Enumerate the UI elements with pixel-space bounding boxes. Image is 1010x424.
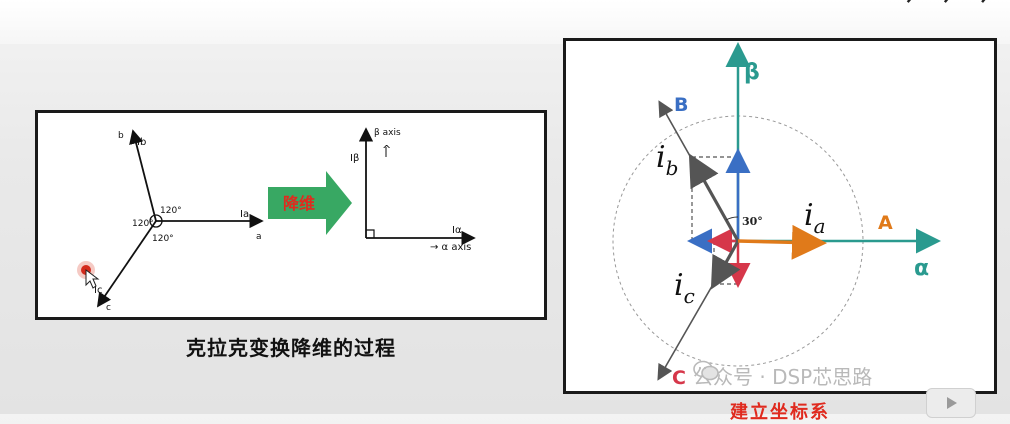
right-angle-mark bbox=[366, 229, 375, 238]
origin-circle bbox=[149, 214, 163, 228]
beta-label: β bbox=[744, 60, 760, 85]
ib-label: ib bbox=[656, 140, 678, 180]
angle-30-label: 30° bbox=[742, 215, 763, 228]
ia-vector bbox=[737, 224, 827, 260]
angle-top: 120° bbox=[160, 206, 182, 216]
play-icon bbox=[947, 397, 957, 409]
alpha-axis-label: → α axis bbox=[430, 242, 471, 253]
phase-A-label: A bbox=[878, 212, 893, 234]
angle-bottom: 120° bbox=[152, 234, 174, 244]
i-alpha-label: Iα bbox=[452, 225, 462, 236]
label-b: b bbox=[118, 131, 124, 141]
top-title-fragment: ᐟ ᐟ ᐟ bbox=[905, 0, 1000, 24]
beta-axis-label: β axis bbox=[374, 128, 401, 138]
phase-B-label: B bbox=[674, 94, 688, 116]
label-ia: Ia bbox=[240, 209, 249, 220]
reduce-dimension-arrow bbox=[268, 171, 352, 235]
clarke-transform-diagram: b Ib Ia a Ic c 120° 120° 120° 降维 β axis … bbox=[35, 110, 547, 320]
i-beta-label: Iβ bbox=[350, 153, 359, 164]
coordinate-svg: 30° β α A B C ia ib ic bbox=[612, 42, 941, 389]
phase-C-label: C bbox=[672, 367, 686, 389]
label-a: a bbox=[256, 232, 262, 242]
coordinate-system-diagram: 30° β α A B C ia ib ic bbox=[563, 38, 997, 394]
watermark-text: 公众号 · DSP芯思路 bbox=[693, 364, 873, 389]
phase-c-vector bbox=[96, 220, 157, 308]
beta-hat: ^ bbox=[382, 143, 391, 156]
ic-vector bbox=[710, 240, 741, 290]
alpha-label: α bbox=[914, 256, 929, 281]
label-c: c bbox=[106, 303, 111, 313]
label-ic: Ic bbox=[94, 285, 102, 296]
wechat-icon bbox=[693, 360, 719, 381]
phase-b-vector bbox=[129, 129, 157, 222]
reduce-dimension-label: 降维 bbox=[283, 194, 315, 213]
label-ib: Ib bbox=[137, 137, 146, 148]
ia-label: ia bbox=[804, 198, 826, 238]
ib-vector bbox=[688, 153, 740, 242]
angle-arc bbox=[725, 216, 739, 221]
clarke-svg: b Ib Ia a Ic c 120° 120° 120° 降维 β axis … bbox=[94, 127, 476, 313]
ic-label: ic bbox=[674, 268, 695, 308]
watermark: 公众号 · DSP芯思路 bbox=[693, 360, 872, 390]
left-caption: 克拉克变换降维的过程 bbox=[186, 336, 396, 360]
angle-left: 120° bbox=[132, 219, 154, 229]
top-band bbox=[0, 0, 1010, 44]
